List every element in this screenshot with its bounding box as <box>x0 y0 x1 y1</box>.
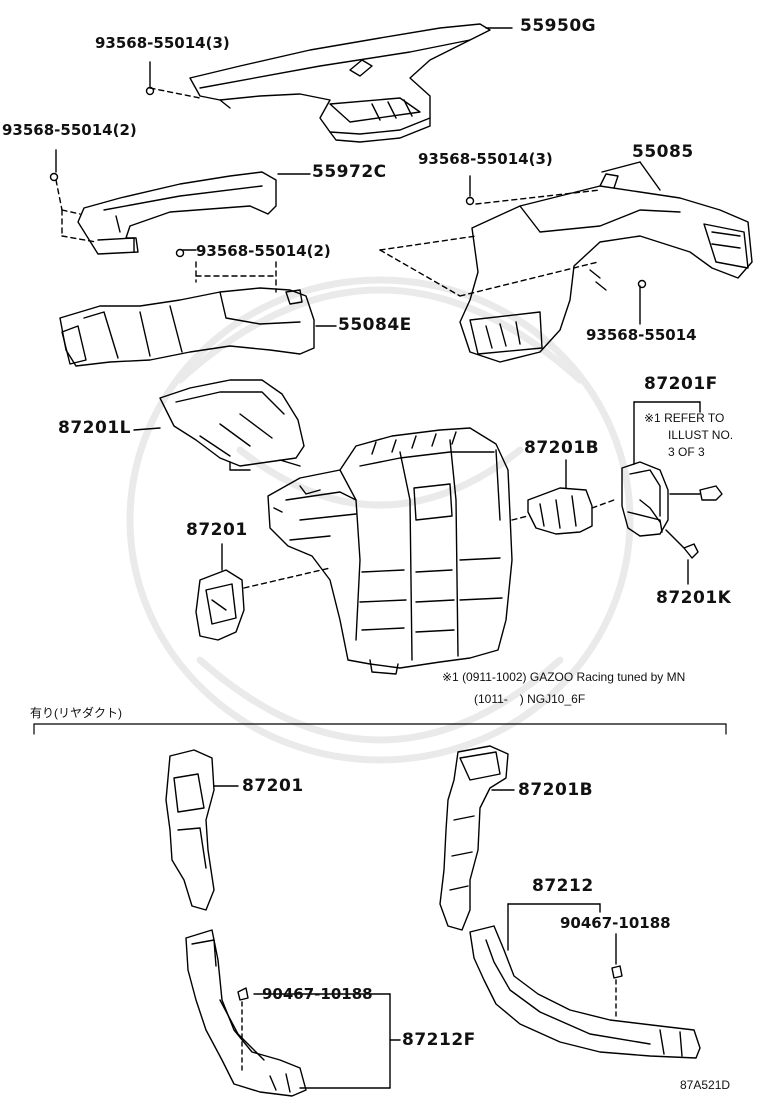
refer-note-line-3: 3 OF 3 <box>668 445 705 459</box>
part-label-87201L: 87201L <box>58 418 131 438</box>
clip-label-93568-55014: 93568-55014 <box>586 326 697 344</box>
clip-label-93568-55014-3-right: 93568-55014(3) <box>418 150 553 168</box>
gazoo-note-line-2: (1011- ) NGJ10_6F <box>474 692 586 706</box>
clip-label-90467-10188-right: 90467-10188 <box>560 914 671 932</box>
hvac-unit <box>267 427 513 675</box>
part-label-87212: 87212 <box>532 876 594 896</box>
clip-label-90467-10188-left: 90467-10188 <box>262 985 373 1003</box>
refer-note: ※1 REFER TO ILLUST NO. 3 OF 3 <box>644 410 733 461</box>
duct-55972C <box>77 171 277 255</box>
duct-87212F <box>185 929 307 1097</box>
duct-87212 <box>469 925 701 1059</box>
section-header-rear-duct: 有り(リヤダクト) <box>30 706 122 720</box>
part-label-87201-top: 87201 <box>186 520 248 540</box>
part-label-55085: 55085 <box>632 142 694 162</box>
duct-55950G <box>189 23 491 143</box>
duct-55085 <box>459 173 753 363</box>
watermark-logo <box>126 276 634 764</box>
duct-87201F <box>621 461 669 537</box>
part-label-87212F: 87212F <box>402 1030 476 1050</box>
refer-note-line-2: ILLUST NO. <box>668 428 734 442</box>
refer-note-line-1: ※1 REFER TO <box>644 411 725 425</box>
part-label-55972C: 55972C <box>312 162 387 182</box>
part-label-55084E: 55084E <box>338 315 412 335</box>
part-label-87201B-bottom: 87201B <box>518 780 594 800</box>
duct-87201-bottom <box>165 749 215 911</box>
clip-label-93568-55014-2-left: 93568-55014(2) <box>2 121 137 139</box>
part-label-55950G: 55950G <box>520 16 597 36</box>
duct-87201-top <box>195 569 245 641</box>
part-label-87201B-top: 87201B <box>524 438 600 458</box>
duct-87201B-top <box>527 487 593 535</box>
clip-label-93568-55014-3-top: 93568-55014(3) <box>95 34 230 52</box>
duct-87201L <box>159 379 305 471</box>
part-label-87201F: 87201F <box>644 374 718 394</box>
clip-label-93568-55014-2-mid: 93568-55014(2) <box>196 242 331 260</box>
duct-55084E <box>59 287 315 367</box>
part-label-87201-bottom: 87201 <box>242 776 304 796</box>
diagram-reference-code: 87A521D <box>680 1078 731 1092</box>
duct-87201B-bottom <box>439 745 509 931</box>
gazoo-note-line-1: ※1 (0911-1002) GAZOO Racing tuned by MN <box>442 670 686 684</box>
part-label-87201K: 87201K <box>656 588 732 608</box>
